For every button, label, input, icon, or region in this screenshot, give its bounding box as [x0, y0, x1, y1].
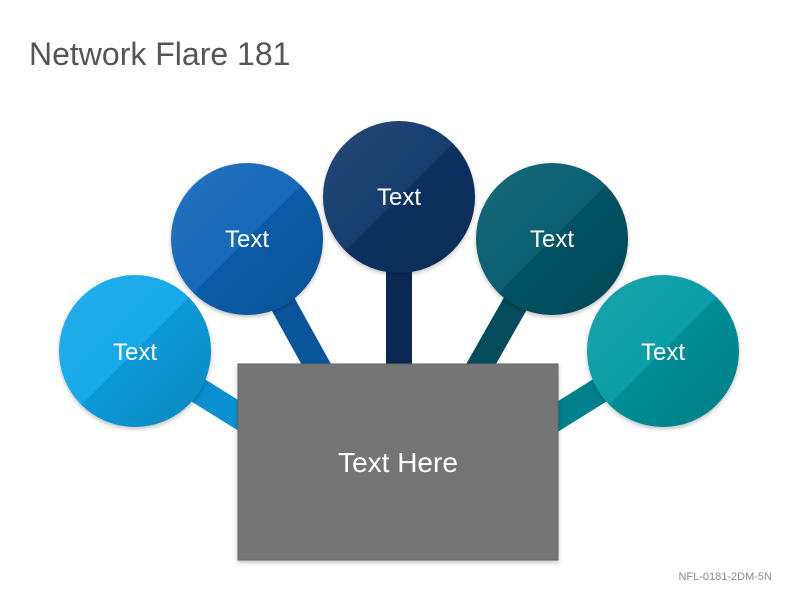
node-label: Text: [113, 339, 157, 366]
center-rect: [237, 363, 559, 561]
center-box: Text Here: [237, 363, 559, 561]
node-label: Text: [225, 226, 269, 253]
node-1: Text: [59, 275, 211, 427]
node-sheen: [323, 121, 475, 273]
node-label: Text: [530, 226, 574, 253]
page-title: Network Flare 181: [29, 36, 291, 72]
node-sheen: [587, 275, 739, 427]
node-label: Text: [377, 184, 421, 211]
node-2: Text: [171, 163, 323, 315]
center-label: Text Here: [338, 447, 458, 478]
node-sheen: [476, 163, 628, 315]
node-sheen: [59, 275, 211, 427]
node-5: Text: [587, 275, 739, 427]
node-sheen: [171, 163, 323, 315]
product-code: NFL-0181-2DM-5N: [678, 571, 772, 583]
node-4: Text: [476, 163, 628, 315]
node-3: Text: [323, 121, 475, 273]
node-label: Text: [641, 339, 685, 366]
